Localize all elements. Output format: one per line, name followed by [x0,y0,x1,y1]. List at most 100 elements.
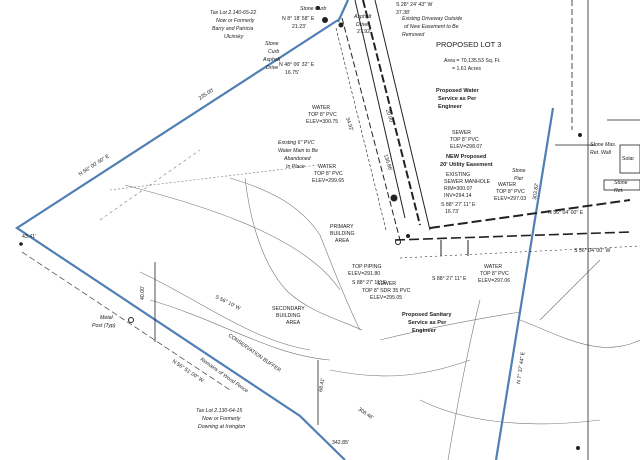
water-service-label: Service as Per [438,96,477,102]
existing-pvc-label: Water Main to Be [278,148,318,154]
stone-mas-label: Stone Mas. [590,142,616,148]
water-label-1: TOP 8" PVC [308,112,337,118]
water-label-3: TOP 8" PVC [496,189,525,195]
primary-area-label: AREA [335,238,350,244]
sewer-bottom-label: SEWER [377,281,396,287]
water-label-1: ELEV=300.75 [306,119,338,125]
existing-pvc-label: In Place [286,164,305,170]
val-34: 34.92' [344,117,354,132]
neighbor-north-text: Now or Formerly [216,18,255,24]
stone-curb-label: Stone Curb [300,6,326,12]
brg-e: S 88° 27' 11" E [432,276,467,282]
boundary-nw-bearing: N 56° 00' 00" E [78,153,111,177]
sewer-bottom-label: TOP 8" SDR 35 PVC [362,288,411,294]
brg-s56b: S 56° 10' W [214,294,241,311]
stone-ret-label: Stone [614,180,628,186]
boundary-partial-2: 306.46' [357,407,374,421]
easement-lines [335,0,640,259]
driveway-note: of New Easement to Be [404,24,459,30]
water-label-3: ELEV=297.03 [494,196,526,202]
side-box-label: Solar [622,156,634,162]
val-2792: 27.92' [357,29,371,35]
asphalt-drive-label: Asphalt [353,14,372,20]
water-service-label: Proposed Water [436,88,480,94]
utility-symbols [19,6,582,450]
val-130: 130.86' [382,154,393,172]
stone-mas-label: Ret. Wall [590,150,612,156]
lot-area-line: = 1.61 Acres [452,66,481,72]
sanitary-label: Engineer [412,328,437,334]
primary-area-label: PRIMARY [330,224,354,230]
water-label-1: WATER [312,105,330,111]
fence-label: Remains of Wood Fence [199,357,249,395]
existing-pvc-label: Abandoned [283,156,312,162]
brg-n56: N 56° 04' 00" E [548,210,584,216]
water-service-label: Engineer [438,104,463,110]
sanitary-label: Proposed Sanitary [402,312,452,318]
sewer-top-label: ELEV=298.07 [450,144,482,150]
lot-title: PROPOSED LOT 3 [436,40,501,49]
neighbor-north-text: Barry and Patricia [212,26,253,32]
boundary-partial-1: 43.41' [22,234,36,240]
neighbor-south-text: Tax Lot 2.130-64-15 [196,408,242,414]
dim-40: 40.00' [140,286,146,300]
brg-s56: S 56° 04' 00" W [574,248,610,254]
neighbor-north-text: Tax Lot 2.140-65-22 [210,10,256,16]
metal-post-label: Metal [100,315,114,321]
manhole-label: INV=294.14 [444,193,472,199]
north-road-edge [555,0,640,460]
existing-pvc-label: Existing 6" PVC [278,140,315,146]
neighbor-south-text: Downing at Irvington [198,424,245,430]
brg-a: N 8° 18' 58" E [282,16,315,22]
boundary-east-bearing: N 7° 37' 44" E [516,351,527,384]
top-piping-label: TOP PIPING [352,264,382,270]
sanitary-label: Service as Per [408,320,447,326]
neighbor-south-text: Now or Formerly [202,416,241,422]
stone-curb-asphalt: Asphalt [262,57,281,63]
brg-top: S 28° 24' 43" W [396,2,432,8]
stone-curb-asphalt: Stone [265,41,279,47]
sewer-bottom-label: ELEV=295.05 [370,295,402,301]
water-label-3: WATER [498,182,516,188]
easement-label: NEW Proposed [446,154,487,160]
water-label-2: TOP 8" PVC [314,171,343,177]
metal-post-label: Post (Typ) [92,323,116,329]
boundary-east-distance: 303.82' [532,183,540,201]
easement-label: 20' Utility Easement [440,162,493,168]
stone-pier-label: Stone [512,168,526,174]
boundary-sw-bearing: N 56° 51' 00" W [171,359,205,385]
sewer-top-label: SEWER [452,130,471,136]
brg-c: S 88° 27' 11" E [441,202,476,208]
manhole-label: RIM=300.07 [444,186,473,192]
asphalt-drive-label: Drive [356,22,368,28]
contour-lines [99,149,640,460]
brg-d: S 88° 27' 11" E [352,280,387,286]
neighbor-north-text: Ulcinsky [224,34,244,40]
val-20: 20.00' [384,109,394,124]
boundary-nw-distance: 235.00' [198,87,215,101]
lot-area-line: Area = 70,135.53 Sq. Ft. [444,58,501,64]
water-label-2: WATER [318,164,336,170]
sewer-top-label: TOP 8" PVC [450,137,479,143]
brg-top: 37.38' [396,10,410,16]
fence-line [21,251,231,391]
brg-b: 16.75' [285,70,299,76]
secondary-area-label: AREA [286,320,301,326]
secondary-area-label: BUILDING [276,313,301,319]
brg-a: 21.23' [292,24,306,30]
stone-ret-label: Ret. [614,188,624,194]
secondary-area-label: SECONDARY [272,306,305,312]
stone-curb-asphalt: Drive [266,65,278,71]
dim-68: 68.41' [318,378,326,393]
manhole-label: SEWER MANHOLE [444,179,491,185]
top-piping-label: ELEV=291.80 [348,271,380,277]
water-label-2: ELEV=299.65 [312,178,344,184]
stone-curb-asphalt: Curb [268,49,279,55]
water-label-4: TOP 8" PVC [480,271,509,277]
primary-area-label: BUILDING [330,231,355,237]
driveway-note: Existing Driveway Outside [402,16,462,22]
brg-b: N 48° 06' 32" E [279,62,315,68]
conservation-buffer-label: CONSERVATION BUFFER [227,333,282,374]
boundary-south-distance: 342.85' [332,440,349,446]
